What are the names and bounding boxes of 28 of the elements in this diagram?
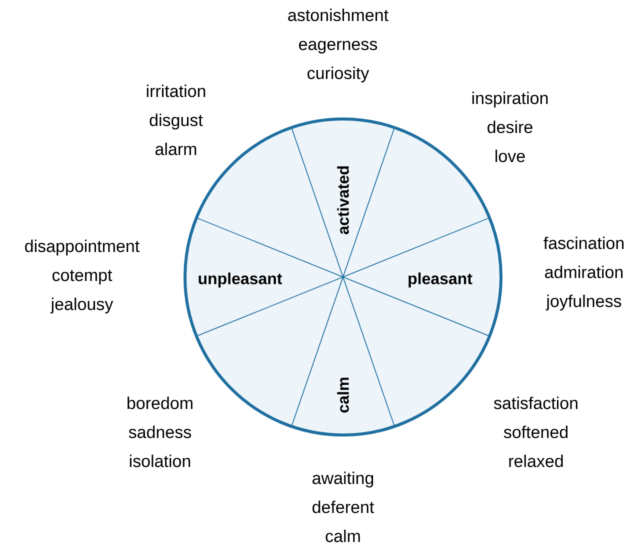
- emotion-word: calm: [326, 530, 360, 542]
- emotion-word: deferent: [312, 500, 374, 514]
- emotion-word: sadness: [128, 426, 192, 438]
- emotion-word: love: [496, 150, 525, 162]
- axis-label: unpleasant: [198, 272, 282, 288]
- emotion-word: awaiting: [312, 472, 374, 488]
- emotion-word: cotempt: [52, 270, 112, 285]
- emotion-word: disappointment: [25, 240, 140, 256]
- axis-label: calm: [337, 378, 349, 413]
- emotion-word: desire: [488, 120, 532, 134]
- emotion-word: disgust: [150, 114, 203, 130]
- emotion-word: boredom: [128, 396, 192, 410]
- emotion-word: alarm: [155, 142, 196, 156]
- emotion-word: satisfaction: [494, 396, 578, 410]
- emotion-word: inspiration: [472, 92, 548, 108]
- emotion-word: jealousy: [50, 298, 114, 314]
- emotion-word: astonishment: [288, 8, 388, 22]
- emotion-word: eagerness: [299, 40, 378, 54]
- axis-label: activated: [337, 166, 349, 234]
- emotion-word: joyfulness: [546, 294, 622, 311]
- emotion-word: irritation: [146, 84, 206, 98]
- axis-label: pleasant: [408, 272, 472, 288]
- emotion-word: softened: [504, 426, 568, 438]
- emotion-word: fascination: [544, 236, 624, 250]
- emotion-word: curiosity: [308, 66, 370, 83]
- emotion-word: relaxed: [509, 454, 563, 468]
- emotion-word: admiration: [545, 266, 623, 278]
- emotion-word: isolation: [130, 454, 190, 468]
